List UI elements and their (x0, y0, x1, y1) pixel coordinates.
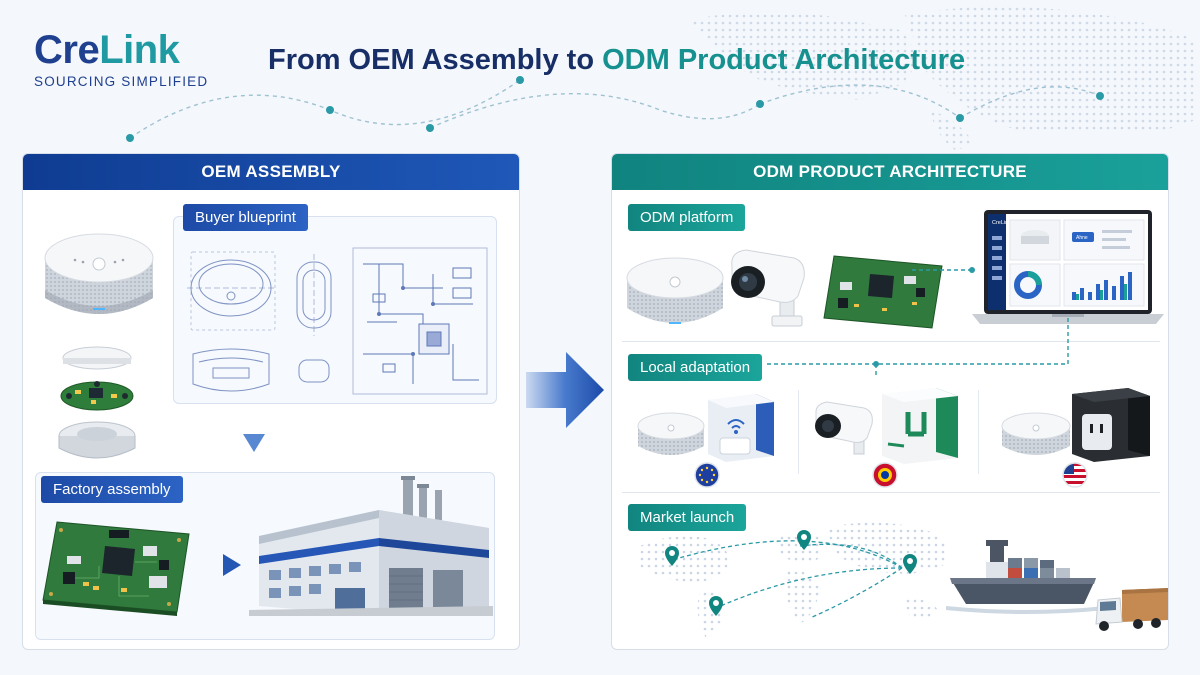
laptop-dashboard-icon: CreLink Ahne (972, 210, 1164, 324)
brand-logo: CreLink SOURCING SIMPLIFIED (34, 28, 208, 89)
location-pin-icon-2 (797, 530, 811, 550)
factory-icon (249, 476, 493, 616)
divider-1 (622, 341, 1160, 342)
adaptation-connector (766, 318, 1069, 376)
transition-arrow-icon (526, 352, 604, 428)
brand-tagline: SOURCING SIMPLIFIED (34, 74, 209, 89)
eu-variant-box-icon (708, 394, 774, 462)
odm-platform-label: ODM platform (628, 204, 746, 231)
right-arrow-icon (223, 554, 241, 576)
eu-flag-icon (694, 462, 720, 488)
exploded-speaker-icon (58, 346, 136, 459)
circuit-board-icon (42, 521, 190, 616)
dashboard-logo: CreLink (992, 220, 1011, 226)
oem-panel-header: OEM ASSEMBLY (23, 154, 519, 190)
market-launch-label: Market launch (628, 504, 747, 531)
divider-v1 (798, 390, 799, 474)
cargo-ship-icon (946, 540, 1106, 614)
oem-assembly-panel: OEM ASSEMBLY Buyer blueprint (22, 153, 520, 650)
location-pin-icon-4 (709, 596, 723, 616)
location-pin-icon (665, 546, 679, 566)
local-adaptation-label: Local adaptation (628, 354, 763, 381)
truck-icon (1095, 588, 1168, 631)
us-flag-icon (1062, 462, 1088, 488)
dashboard-button: Ahne (1076, 235, 1088, 241)
market-launch-map (636, 522, 949, 638)
platform-pcb-icon (823, 255, 943, 329)
blueprint-drawing (187, 247, 488, 395)
blueprint-box (173, 216, 497, 404)
us-variant-box-icon (1072, 388, 1150, 462)
factory-assembly-label: Factory assembly (41, 476, 183, 503)
platform-connector (912, 267, 975, 273)
security-camera-icon (731, 249, 805, 327)
location-pin-icon-3 (903, 554, 917, 574)
odm-architecture-panel: ODM PRODUCT ARCHITECTURE ODM platform Cr… (611, 153, 1169, 650)
eu-variant-speaker-icon (637, 412, 705, 455)
buyer-blueprint-label: Buyer blueprint (183, 204, 308, 231)
page-title: From OEM Assembly to ODM Product Archite… (268, 44, 966, 76)
brand-name: CreLink (34, 28, 180, 72)
odm-panel-header: ODM PRODUCT ARCHITECTURE (612, 154, 1168, 190)
smart-speaker-icon (44, 233, 154, 314)
asean-variant-box-icon (882, 388, 958, 464)
platform-speaker-icon (626, 257, 724, 324)
asean-variant-camera-icon (815, 401, 873, 455)
asean-flag-icon (872, 462, 898, 488)
down-arrow-icon (243, 434, 265, 452)
us-variant-speaker-icon (1001, 412, 1071, 455)
divider-v2 (978, 390, 979, 474)
divider-2 (622, 492, 1160, 493)
